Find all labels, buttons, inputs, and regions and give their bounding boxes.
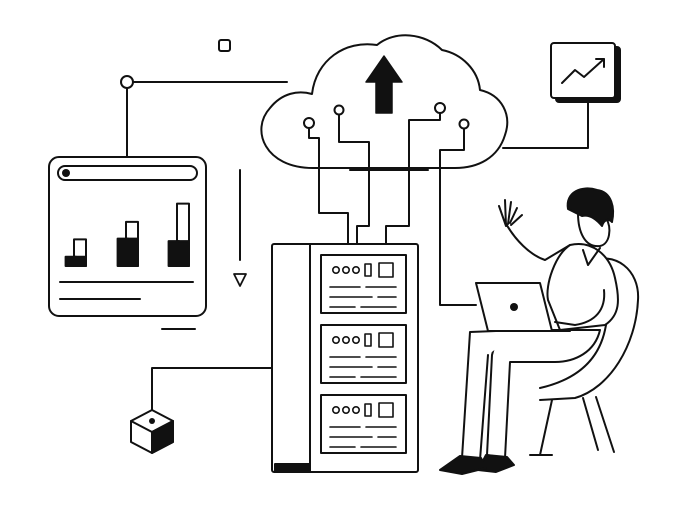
window-bar [167, 202, 190, 268]
server-led-icon [351, 335, 360, 344]
chart-window [48, 156, 207, 317]
server-led-icon [331, 265, 340, 274]
upload-arrow-icon [365, 55, 403, 114]
laptop-icon [475, 282, 571, 332]
window-bar [64, 238, 87, 268]
server-led-icon [341, 335, 350, 344]
window-bar-chart [64, 202, 190, 268]
server-led-icon [341, 265, 350, 274]
server-led-icon [341, 405, 350, 414]
server-led-icon [351, 405, 360, 414]
person [439, 187, 619, 475]
download-arrow-icon [233, 169, 247, 287]
server-units [320, 254, 407, 454]
circuit-nodes [303, 102, 470, 130]
window-dot-icon [62, 169, 70, 177]
connector-node [120, 75, 134, 89]
server-led-icon [351, 265, 360, 274]
cube-icon [130, 409, 174, 454]
waving-hand-icon [498, 199, 523, 227]
server-rack [271, 243, 419, 473]
small-square-icon [218, 39, 231, 52]
server-led-icon [331, 405, 340, 414]
server-led-icon [331, 335, 340, 344]
trend-up-icon [561, 58, 605, 84]
window-bar [116, 220, 139, 267]
laptop-logo-icon [510, 303, 518, 311]
server-unit [320, 394, 407, 454]
trend-card [550, 42, 621, 103]
circuit-lines [308, 107, 477, 306]
window-address-bar [57, 165, 198, 181]
server-unit [320, 324, 407, 384]
server-unit [320, 254, 407, 314]
